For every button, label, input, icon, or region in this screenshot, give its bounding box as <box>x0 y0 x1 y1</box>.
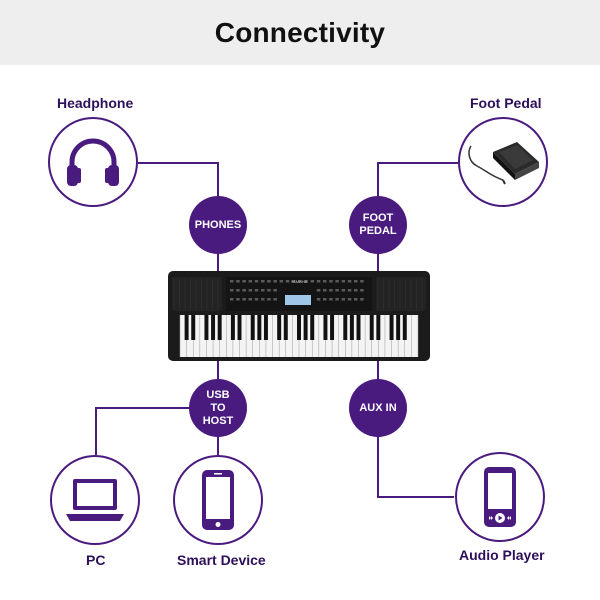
foot-pedal-label: Foot Pedal <box>470 95 542 111</box>
phones-port-label: PHONES <box>194 218 242 231</box>
headphone-connector <box>138 162 219 196</box>
page-title: Connectivity <box>214 16 386 48</box>
aux-in-port-label: AUX IN <box>359 401 397 414</box>
aux-in-port: AUX IN <box>349 379 407 437</box>
foot-pedal-port: FOOT PEDAL <box>349 196 407 254</box>
keyboard-brand: YAMAHA <box>291 279 308 284</box>
headphone-label: Headphone <box>57 95 134 111</box>
audio-player-device <box>455 452 545 542</box>
foot-pedal-icon <box>468 142 539 185</box>
foot-pedal-port-label-line2: PEDAL <box>359 225 397 237</box>
pc-label: PC <box>86 552 106 568</box>
smart-device <box>173 455 263 545</box>
usb-port-label-line3: HOST <box>202 414 234 427</box>
audio-player-label: Audio Player <box>459 547 545 563</box>
audio-player-icon <box>484 467 516 527</box>
laptop-icon <box>66 479 124 521</box>
smartphone-icon <box>202 470 234 530</box>
foot-pedal-connector <box>377 162 460 196</box>
pc-device <box>50 455 140 545</box>
phones-port: PHONES <box>189 196 247 254</box>
pc-connector <box>95 407 190 455</box>
usb-port-label-line2: TO <box>210 401 226 414</box>
usb-port-label-line1: USB <box>206 388 230 401</box>
audio-player-connector <box>377 436 454 498</box>
headphones-icon <box>67 138 119 186</box>
keyboard-icon: YAMAHA <box>168 271 430 361</box>
title-banner: Connectivity <box>0 0 600 65</box>
foot-pedal-port-label-line1: FOOT <box>362 212 394 224</box>
headphone-device <box>48 117 138 207</box>
foot-pedal-device <box>458 117 548 207</box>
usb-to-host-port: USB TO HOST <box>189 379 247 437</box>
smart-device-label: Smart Device <box>177 552 266 568</box>
